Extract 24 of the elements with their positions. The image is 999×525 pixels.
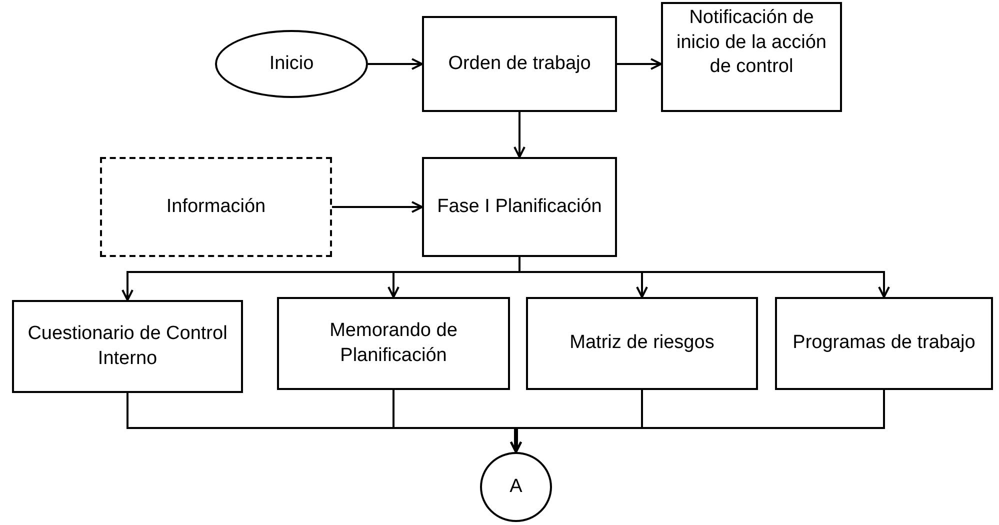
node-label: Notificación de inicio de la acción de control bbox=[676, 6, 828, 80]
arrow bbox=[617, 58, 662, 70]
node-label: Programas de trabajo bbox=[792, 331, 976, 356]
process-box bbox=[422, 157, 617, 257]
node-label: Orden de trabajo bbox=[448, 52, 591, 76]
arrow bbox=[368, 58, 423, 70]
arrow bbox=[510, 390, 885, 453]
node-label: Cuestionario de Control Interno bbox=[26, 322, 228, 370]
node-label: Matriz de riesgos bbox=[570, 331, 714, 356]
node-label: Fase I Planificación bbox=[437, 194, 602, 219]
arrow bbox=[332, 201, 423, 213]
node-label: A bbox=[510, 474, 522, 499]
node-label: Memorando de Planificación bbox=[328, 318, 458, 368]
input-box bbox=[100, 157, 332, 257]
process-box bbox=[422, 16, 617, 112]
process-box bbox=[526, 297, 758, 390]
node-label: Inicio bbox=[269, 52, 314, 76]
process-box bbox=[661, 2, 842, 112]
arrow bbox=[518, 257, 890, 298]
process-box bbox=[12, 300, 243, 393]
arrow bbox=[514, 112, 526, 158]
process-box bbox=[775, 297, 993, 390]
node-label: Información bbox=[166, 194, 266, 219]
process-box bbox=[277, 297, 510, 390]
